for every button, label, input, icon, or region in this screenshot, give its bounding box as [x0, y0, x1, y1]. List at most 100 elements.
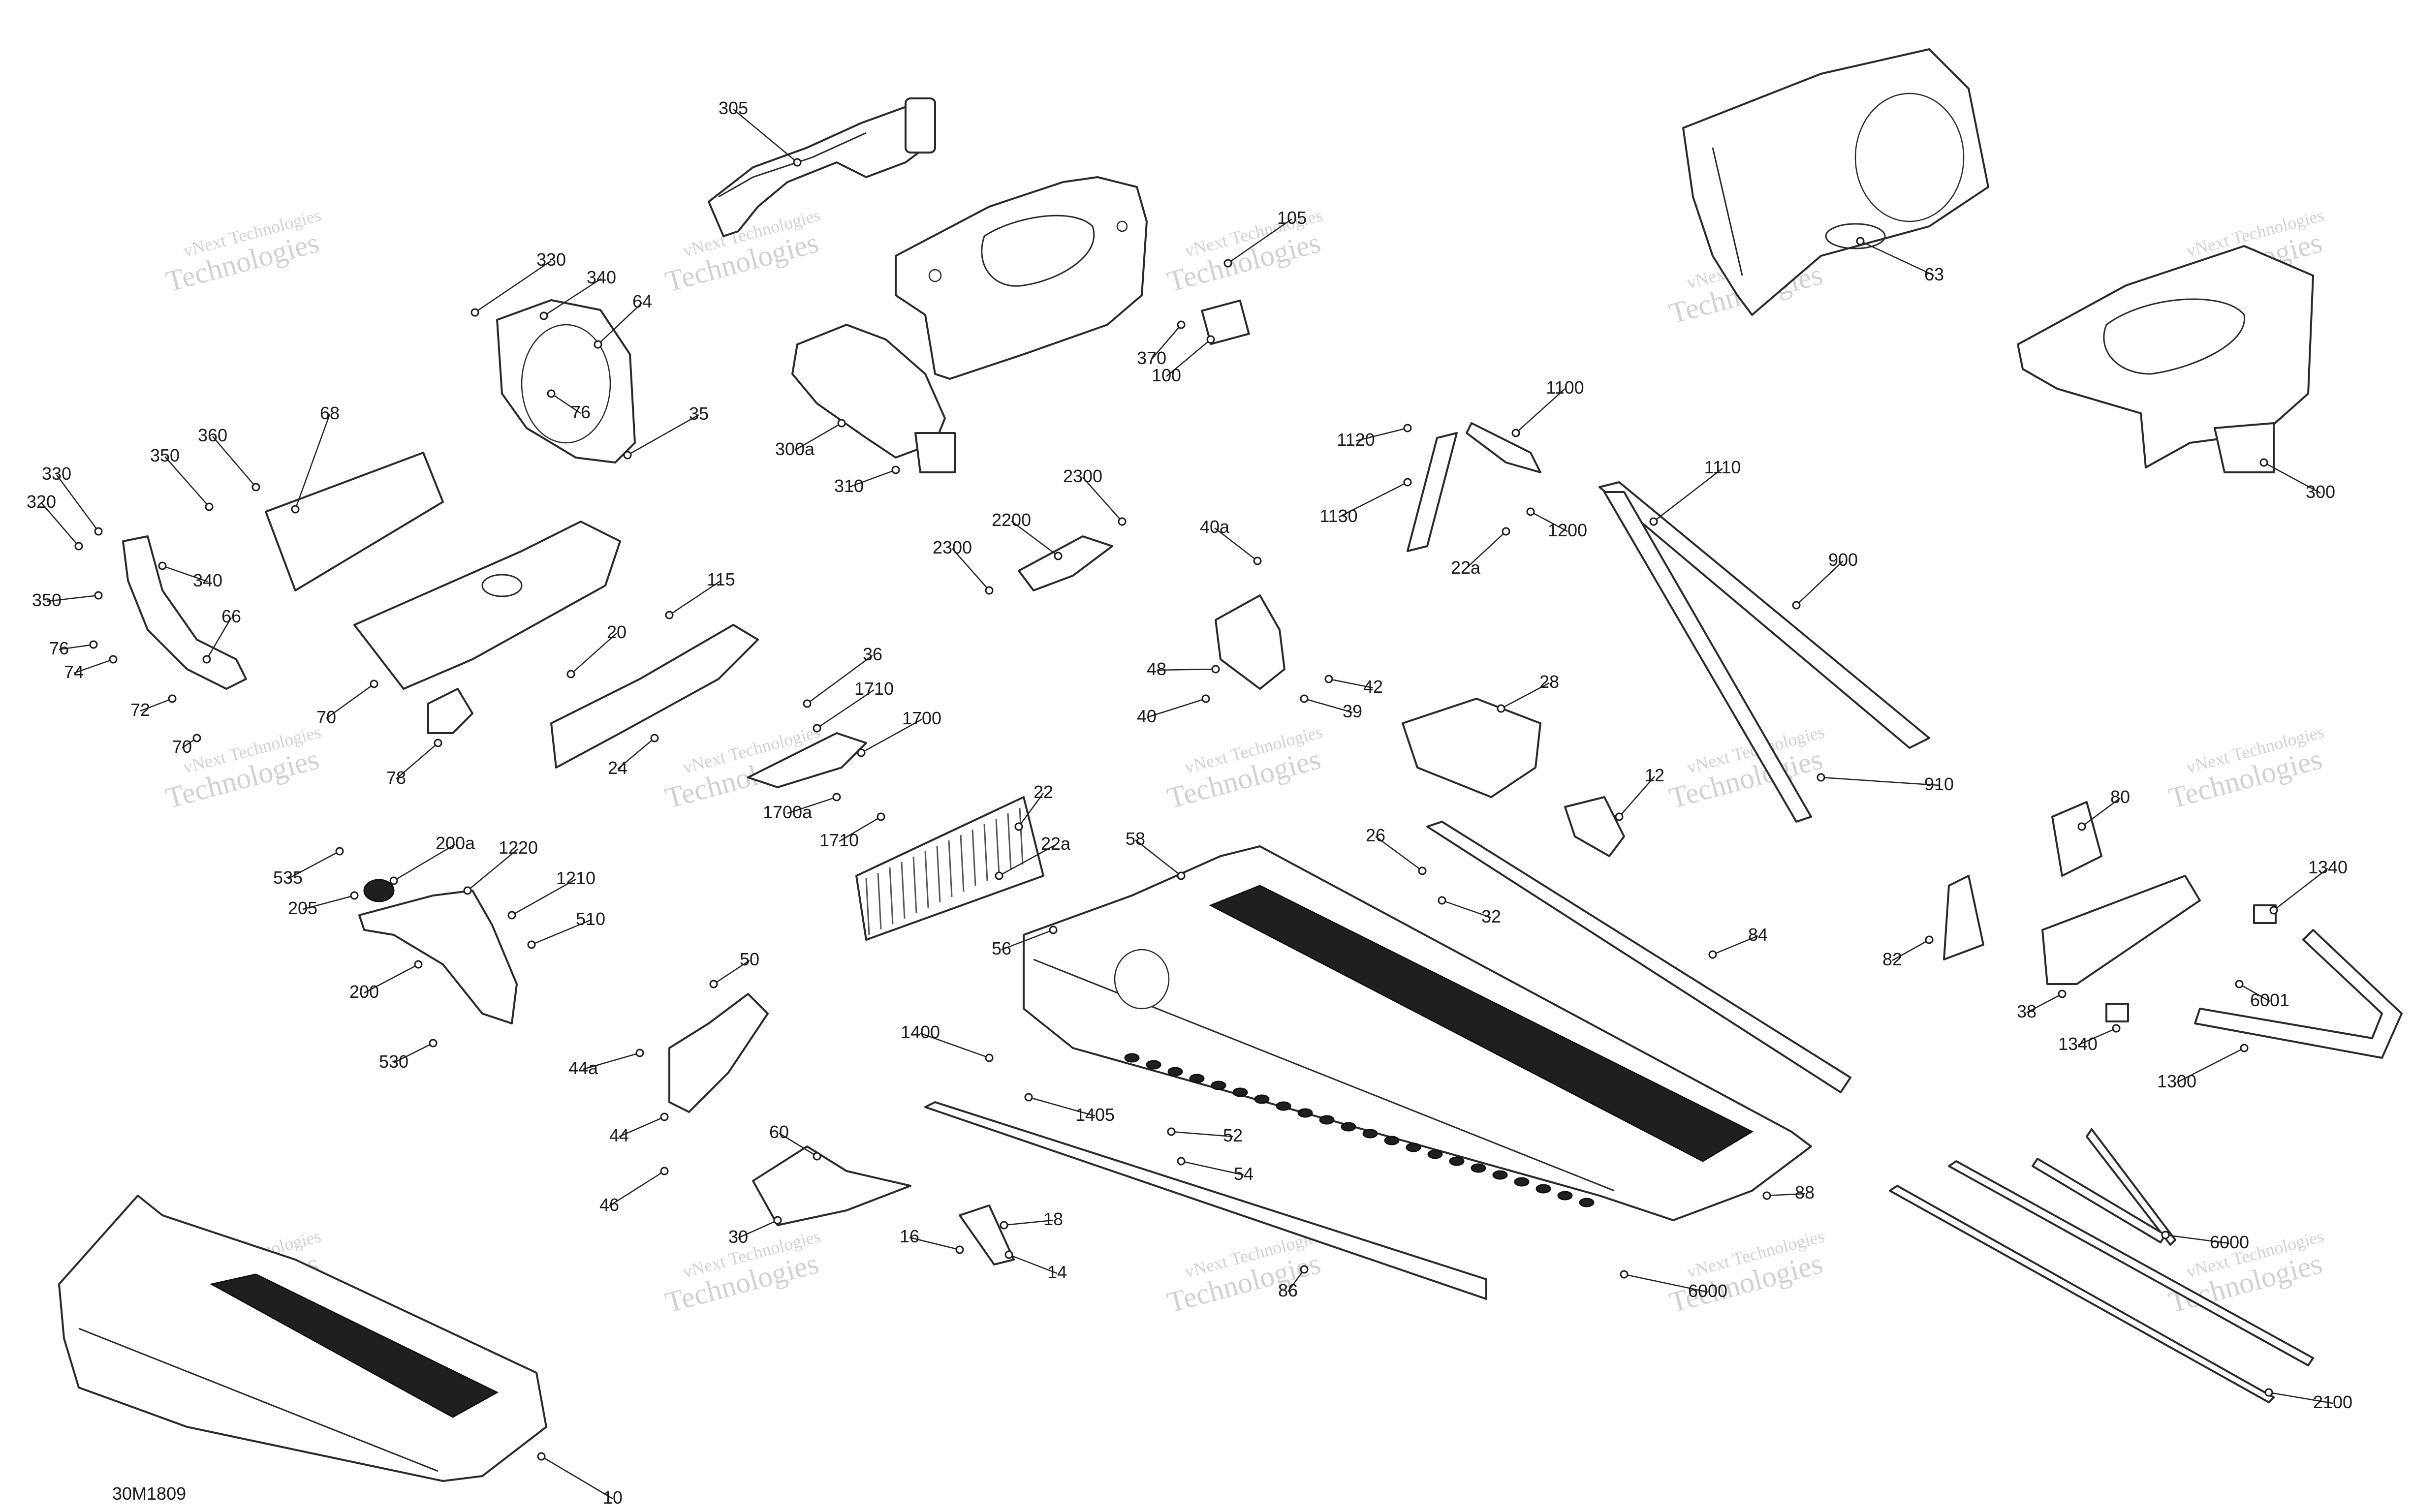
callout-label: 86: [1278, 1280, 1298, 1300]
leader-line: [1796, 560, 1844, 606]
fastener: [74, 542, 83, 551]
fastener: [803, 699, 812, 708]
leader-line: [2026, 993, 2063, 1014]
leader-line: [1018, 793, 1044, 827]
fastener: [2269, 906, 2278, 915]
fastener: [1177, 871, 1186, 880]
leader-line: [1287, 1269, 1305, 1292]
fastener: [94, 591, 103, 600]
part-44-bracket: [668, 993, 769, 1113]
fastener: [414, 960, 423, 969]
part-40-bracket: [1215, 594, 1285, 690]
callout-label: 22a: [1451, 557, 1481, 578]
part-78-cover: [427, 688, 473, 734]
callout-label: 46: [599, 1195, 619, 1215]
callout-label: 26: [1366, 825, 1385, 845]
leader-line: [617, 738, 655, 770]
callout-label: 14: [1047, 1262, 1067, 1282]
fastener: [813, 724, 821, 733]
callout-label: 80: [2110, 787, 2130, 807]
callout-label: 2200: [992, 510, 1031, 530]
fastener: [1167, 1127, 1176, 1136]
leader-line: [56, 474, 99, 532]
leader-line: [713, 959, 750, 985]
callout-label: 66: [221, 606, 241, 626]
part-305-bracket: [708, 97, 936, 237]
hx-fin: [948, 840, 953, 897]
leader-line: [1001, 929, 1054, 951]
leader-line: [1442, 899, 1492, 919]
callout-label: 1120: [1337, 430, 1375, 450]
leader-line: [73, 658, 114, 674]
part-88-tunnel: [1023, 845, 1812, 1221]
fastener: [1620, 1270, 1629, 1279]
fastener: [793, 158, 802, 167]
callout-label: 58: [1126, 829, 1145, 849]
fastener: [1615, 812, 1624, 821]
fastener: [837, 419, 846, 428]
leader-line: [287, 850, 340, 880]
callout-label: 105: [1277, 208, 1307, 228]
fastener: [2240, 1044, 2249, 1052]
fastener: [1526, 507, 1535, 516]
fastener: [202, 655, 211, 664]
hx-fin: [971, 829, 976, 887]
leader-line: [1008, 1254, 1058, 1274]
callout-label: 42: [1363, 677, 1383, 697]
leader-line: [140, 698, 173, 712]
leader-line: [807, 654, 873, 705]
fastener: [2259, 458, 2268, 467]
callout-label: 1700: [902, 708, 941, 728]
part-6000-strips: [2032, 1128, 2176, 1246]
callout-label: 70: [316, 707, 336, 727]
callout-label: 305: [719, 98, 748, 118]
fastener: [89, 640, 98, 649]
fastener: [1000, 1221, 1008, 1230]
part-1700-bracket: [747, 732, 867, 788]
leader-line: [1892, 939, 1930, 961]
callout-label: 6000: [2210, 1232, 2249, 1252]
callout-label: 35: [689, 403, 709, 424]
hx-fin: [889, 867, 894, 925]
callout-label: 76: [49, 638, 69, 658]
leader-line: [1171, 1131, 1233, 1138]
hx-fin: [865, 878, 870, 935]
callout-label: 84: [1748, 925, 1768, 945]
part-300-frame: [2017, 245, 2314, 473]
leader-line: [952, 548, 990, 591]
fastener: [470, 308, 479, 317]
callout-label: 63: [1924, 264, 1944, 284]
fastener: [2161, 1231, 2170, 1239]
leader-line: [920, 1032, 990, 1059]
part-84-rail: [1426, 821, 1851, 1093]
leader-line: [1375, 835, 1423, 872]
callout-label: 1300: [2157, 1071, 2196, 1091]
fastener: [1324, 675, 1333, 683]
fastener: [1300, 1265, 1309, 1274]
fastener: [832, 793, 841, 802]
callout-label: 30: [728, 1227, 748, 1247]
callout-label: 24: [608, 758, 627, 778]
callout-label: 530: [379, 1051, 408, 1072]
fastener: [158, 561, 167, 570]
hx-fin: [1019, 807, 1024, 865]
callout-label: 320: [27, 492, 56, 512]
leader-line: [1003, 1219, 1054, 1226]
fastener: [1014, 822, 1023, 831]
leader-line: [816, 689, 875, 729]
leader-line: [1151, 324, 1182, 360]
callout-label: 6001: [2250, 990, 2289, 1010]
leader-line: [59, 644, 94, 650]
callout-label: 36: [863, 644, 882, 664]
hx-fin: [995, 818, 1000, 876]
callout-label: 50: [740, 949, 759, 969]
part-82-bracket: [1943, 875, 1984, 960]
part-1100-link: [1466, 422, 1541, 473]
leader-line: [597, 302, 643, 345]
leader-line: [1766, 1193, 1805, 1197]
part-900-rods: [1598, 481, 1930, 823]
